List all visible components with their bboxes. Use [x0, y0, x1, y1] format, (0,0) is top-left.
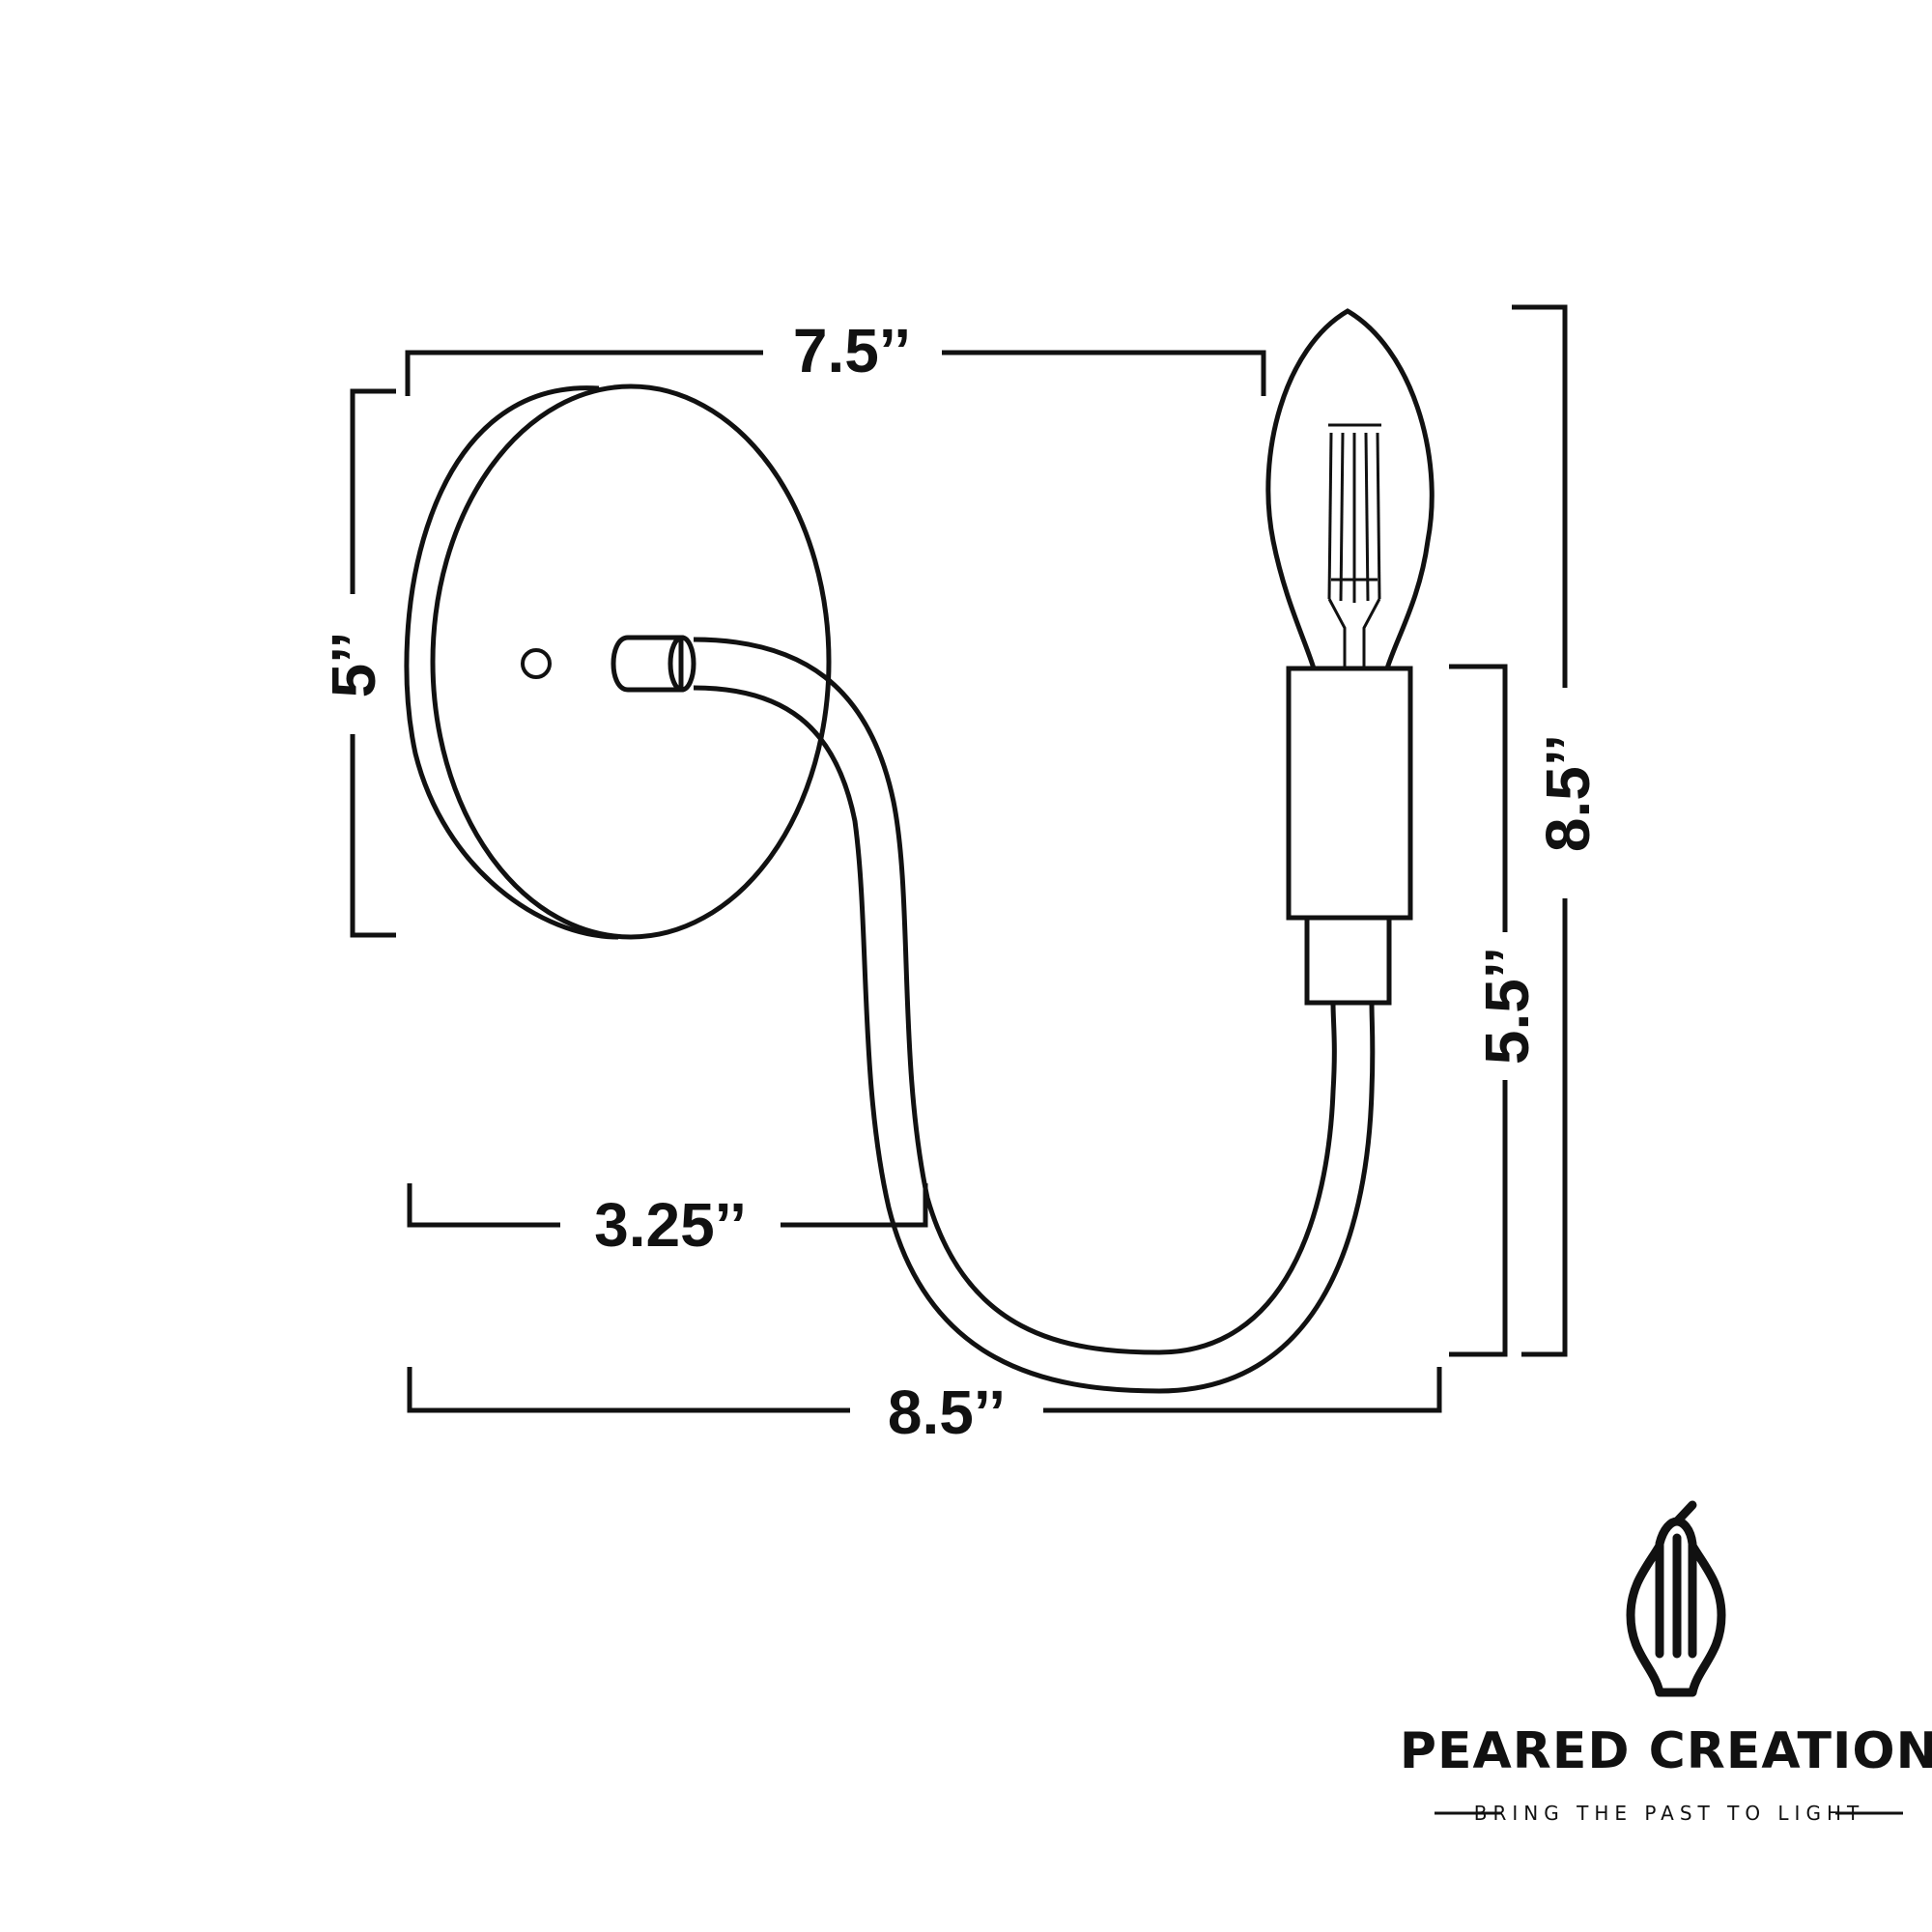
bulb-glass: [1265, 308, 1435, 671]
pear-bulb-icon: [1626, 1500, 1726, 1697]
candle-socket: [1286, 666, 1413, 921]
dim-label-arm-reach: 3.25’’: [594, 1190, 747, 1260]
wall-plate: [404, 384, 832, 940]
mounting-screw: [521, 648, 552, 679]
dim-reach-right: [781, 1183, 928, 1228]
dim-plate-lower: [350, 734, 396, 938]
dim-socket-upper: [1449, 664, 1508, 932]
dim-label-plate-height: 5’’: [319, 632, 388, 698]
brand-logo: PEARED CREATION BRING THE PAST TO LIGHT: [1400, 1500, 1932, 1825]
dim-socket-lower: [1449, 1080, 1508, 1357]
dim-label-socket-height: 5.5’’: [1472, 947, 1542, 1065]
sconce-arm: [611, 635, 1376, 1394]
wall-plate-front: [430, 384, 832, 940]
brand-tagline: BRING THE PAST TO LIGHT: [1474, 1802, 1864, 1825]
dim-label-top-width: 7.5’’: [793, 316, 911, 385]
dim-label-overall-width: 8.5’’: [888, 1378, 1006, 1447]
arm-outer-edge: [693, 637, 1337, 1355]
arm-collar: [611, 635, 684, 693]
dim-bottom-right: [1043, 1367, 1442, 1413]
dim-bottom-left: [407, 1367, 850, 1413]
dim-top-left: [405, 350, 763, 396]
dim-label-overall-height: 8.5’’: [1533, 734, 1603, 852]
bulb-filament: [1327, 423, 1381, 668]
dimension-lines: [350, 304, 1568, 1413]
wall-plate-edge: [404, 385, 619, 940]
arm-collar-face: [668, 635, 696, 693]
dim-reach-left: [407, 1183, 560, 1228]
candle-bulb: [1265, 308, 1435, 671]
dim-height-lower: [1521, 898, 1568, 1357]
dim-height-upper: [1512, 304, 1568, 688]
brand-name: PEARED CREATION: [1400, 1722, 1932, 1780]
dim-plate-upper: [350, 388, 396, 594]
dim-top-right: [942, 350, 1266, 396]
socket-assembly: [1286, 666, 1413, 1006]
arm-inner-edge: [693, 685, 1376, 1394]
socket-neck: [1304, 915, 1392, 1006]
